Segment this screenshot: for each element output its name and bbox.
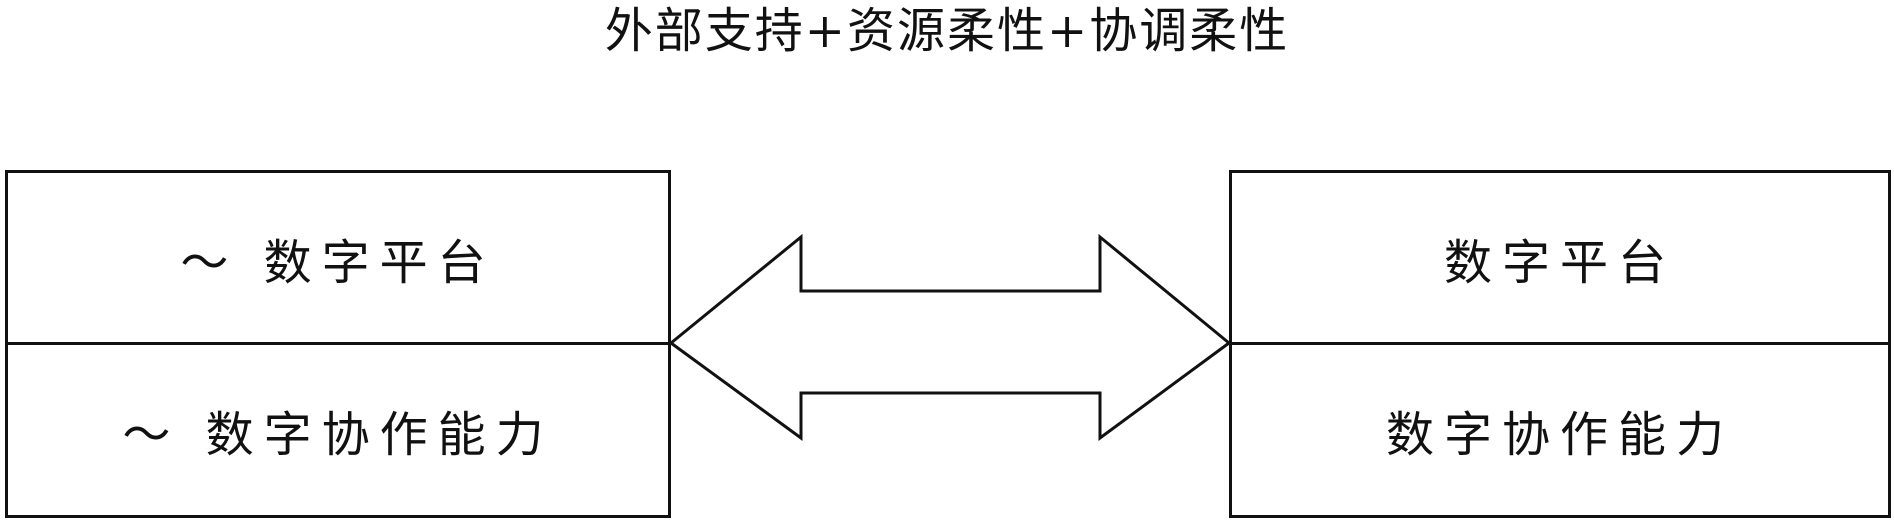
left-condition-box: ～ 数字平台 ～ 数字协作能力 <box>5 170 671 518</box>
left-box-top-label: ～ 数字平台 <box>180 234 496 291</box>
double-headed-arrow-shape <box>668 233 1232 441</box>
left-box-bottom-cell: ～ 数字协作能力 <box>8 345 668 515</box>
right-box-top-label: 数字平台 <box>1443 234 1676 291</box>
left-box-top-cell: ～ 数字平台 <box>8 173 668 345</box>
right-box-bottom-label: 数字协作能力 <box>1385 407 1734 463</box>
left-box-bottom-label: ～ 数字协作能力 <box>122 407 554 463</box>
right-box-top-cell: 数字平台 <box>1232 173 1888 345</box>
right-condition-box: 数字平台 数字协作能力 <box>1229 170 1891 518</box>
right-box-bottom-cell: 数字协作能力 <box>1232 345 1888 515</box>
diagram-title: 外部支持+资源柔性+协调柔性 <box>604 3 1290 59</box>
